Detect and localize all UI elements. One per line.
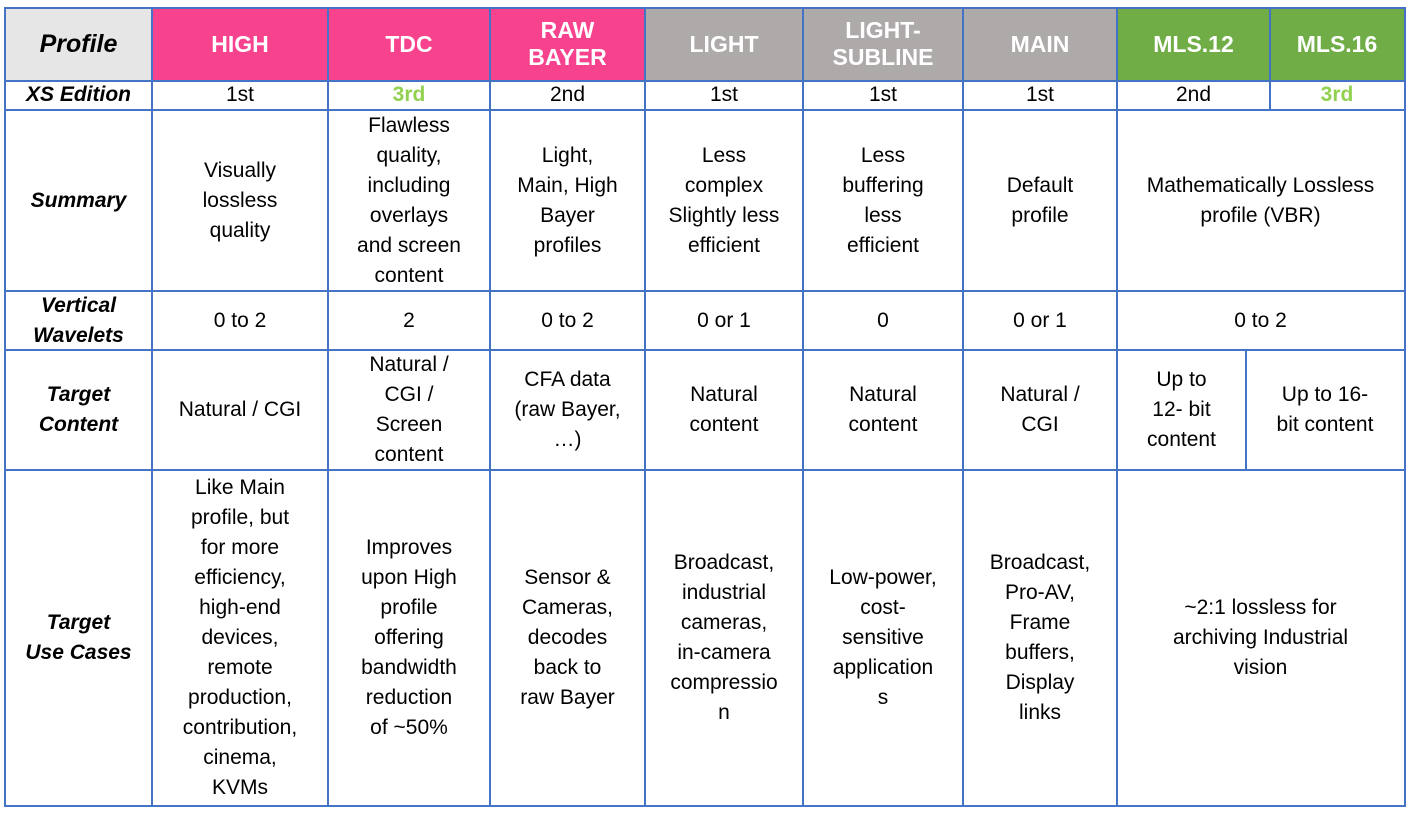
header-high: HIGH — [152, 8, 328, 80]
summary-light: Less complex Slightly less efficient — [668, 143, 780, 257]
edition-light-subline: 1st — [868, 83, 897, 106]
header-tdc: TDC — [328, 8, 490, 80]
edition-raw-bayer: 2nd — [549, 83, 586, 106]
row-label-content: Target Content — [38, 383, 119, 436]
grid-line-v0 — [4, 7, 6, 807]
edition-tdc: 3rd — [392, 83, 426, 106]
row-label-wavelets: Vertical Wavelets — [33, 293, 124, 347]
row-label-usecases: Target Use Cases — [25, 611, 132, 664]
grid-line-v8 — [1404, 7, 1406, 807]
grid-line-v7 — [1116, 7, 1118, 807]
grid-line-h5 — [4, 469, 1406, 471]
usecases-tdc: Improves upon High profile offering band… — [361, 536, 457, 739]
summary-tdc: Flawless quality, including overlays and… — [357, 113, 461, 287]
content-main: Natural / CGI — [1000, 383, 1080, 436]
usecases-main: Broadcast, Pro-AV, Frame buffers, Displa… — [989, 551, 1091, 724]
usecases-light-subline: Low-power, cost- sensitive application s — [829, 566, 937, 709]
wavelets-light-subline: 0 — [877, 308, 889, 332]
grid-line-v5 — [802, 7, 804, 807]
grid-line-v1 — [151, 7, 153, 807]
grid-line-v-mls-top — [1269, 7, 1271, 111]
edition-main: 1st — [1025, 83, 1054, 106]
content-light: Natural content — [689, 383, 759, 436]
row-label-profile: Profile — [5, 8, 152, 80]
wavelets-raw-bayer: 0 to 2 — [541, 308, 594, 332]
content-high: Natural / CGI — [178, 398, 302, 421]
header-light-subline: LIGHT- SUBLINE — [803, 8, 963, 80]
summary-mls: Mathematically Lossless profile (VBR) — [1146, 173, 1375, 227]
content-mls12: Up to 12- bit content — [1147, 368, 1216, 451]
grid-line-h1 — [4, 80, 1406, 82]
summary-light-subline: Less buffering less efficient — [842, 143, 924, 257]
grid-line-v-mls-content — [1245, 349, 1247, 471]
grid-line-v4 — [644, 7, 646, 807]
wavelets-main: 0 or 1 — [1013, 308, 1067, 332]
header-mls16: MLS.16 — [1270, 8, 1404, 80]
header-main: MAIN — [963, 8, 1117, 80]
summary-raw-bayer: Light, Main, High Bayer profiles — [517, 143, 618, 257]
edition-mls16: 3rd — [1320, 83, 1354, 106]
wavelets-high: 0 to 2 — [213, 308, 267, 332]
content-tdc: Natural / CGI / Screen content — [369, 353, 449, 466]
summary-main: Default profile — [1006, 173, 1074, 227]
edition-high: 1st — [225, 83, 254, 106]
grid-line-h3 — [4, 290, 1406, 292]
grid-line-v6 — [962, 7, 964, 807]
content-mls16: Up to 16- bit content — [1276, 383, 1374, 436]
header-mls12: MLS.12 — [1117, 8, 1270, 80]
grid-line-h0 — [4, 7, 1406, 9]
wavelets-light: 0 or 1 — [697, 308, 751, 332]
wavelets-tdc: 2 — [403, 308, 415, 332]
edition-light: 1st — [709, 83, 738, 106]
usecases-mls: ~2:1 lossless for archiving Industrial v… — [1172, 596, 1349, 679]
grid-line-h6 — [4, 805, 1406, 807]
grid-line-h2 — [4, 109, 1406, 111]
header-light: LIGHT — [645, 8, 803, 80]
grid-line-h4 — [4, 349, 1406, 351]
row-label-edition: XS Edition — [26, 83, 131, 106]
usecases-light: Broadcast, industrial cameras, in-camera… — [670, 551, 778, 724]
row-label-summary: Summary — [30, 188, 127, 212]
wavelets-mls: 0 to 2 — [1234, 308, 1287, 332]
edition-mls12: 2nd — [1175, 83, 1212, 106]
grid-line-v2 — [327, 7, 329, 807]
usecases-raw-bayer: Sensor & Cameras, decodes back to raw Ba… — [520, 566, 615, 709]
summary-high: Visually lossless quality — [202, 158, 278, 242]
header-raw-bayer: RAW BAYER — [490, 8, 645, 80]
grid-line-v3 — [489, 7, 491, 807]
content-light-subline: Natural content — [848, 383, 918, 436]
usecases-high: Like Main profile, but for more efficien… — [182, 476, 298, 799]
content-raw-bayer: CFA data (raw Bayer, …) — [514, 368, 621, 451]
